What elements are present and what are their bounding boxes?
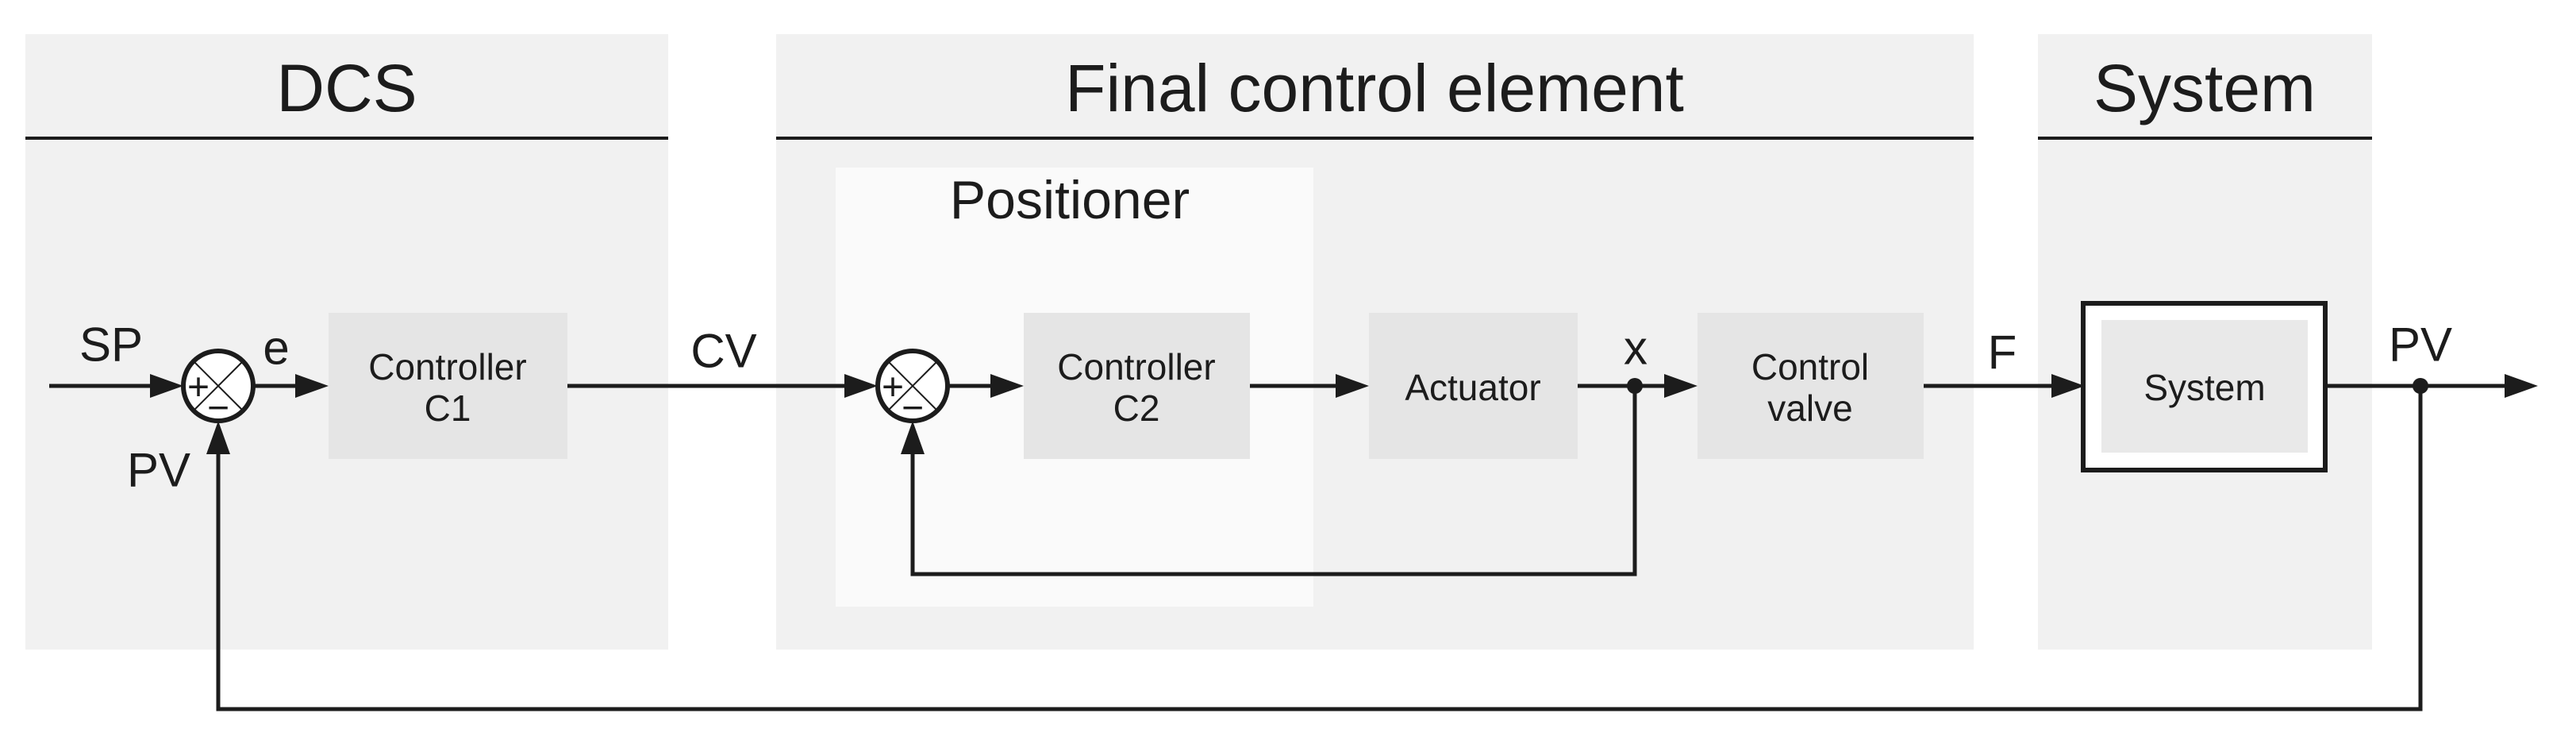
controller-c2-block: Controller C2 (1024, 313, 1250, 459)
controller-c2-box (1024, 313, 1250, 459)
c2-arrowhead (990, 374, 1024, 398)
control-valve-label-line1: Control (1751, 346, 1869, 387)
system-inner-box (2101, 320, 2308, 453)
summing-junction-1-plus: + (187, 367, 210, 409)
actuator-block: Actuator (1369, 313, 1578, 459)
controller-c1-box (329, 313, 567, 459)
positioner-feedback-arrowhead (901, 421, 925, 454)
system-title: System (2093, 51, 2316, 125)
summing-junction-1-diagonal (193, 361, 244, 411)
signal-label-sp: SP (79, 318, 143, 372)
control-valve-block: Control valve (1697, 313, 1924, 459)
controller-c1-label-line1: Controller (368, 346, 526, 387)
actuator-box (1369, 313, 1578, 459)
pv-feedback-line (216, 386, 2423, 711)
positioner-title: Positioner (950, 170, 1190, 230)
signal-label-pv-feedback: PV (127, 444, 190, 497)
signal-label-f: F (1988, 326, 2017, 380)
pv-output-arrowhead (2505, 374, 2538, 398)
signal-label-pv-output: PV (2389, 318, 2452, 372)
summing-junction-1: + − (181, 349, 256, 430)
control-valve-label-line2: valve (1767, 387, 1852, 429)
controller-c2-label-line1: Controller (1057, 346, 1215, 387)
valve-arrowhead (1664, 374, 1697, 398)
dcs-title: DCS (276, 51, 417, 125)
summing-junction-2-diagonal (887, 361, 938, 411)
summing-junction-2-minus: − (902, 387, 924, 430)
actuator-label: Actuator (1405, 367, 1540, 408)
system-block: System (2081, 301, 2328, 472)
controller-c1-label-line2: C1 (425, 387, 471, 429)
system-arrowhead (2051, 374, 2085, 398)
cv-arrowhead (844, 374, 878, 398)
signal-label-x: x (1624, 322, 1647, 375)
error-arrowhead (295, 374, 329, 398)
signal-label-e: e (263, 322, 289, 375)
final-control-element-title: Final control element (1065, 51, 1684, 125)
positioner-feedback-line (910, 386, 1637, 576)
summing-junction-2-plus: + (882, 367, 904, 409)
controller-c1-block: Controller C1 (329, 313, 567, 459)
sp-arrowhead (150, 374, 183, 398)
controller-c2-label-line2: C2 (1113, 387, 1160, 429)
summing-junction-1-minus: − (207, 387, 229, 430)
signal-label-cv: CV (690, 325, 756, 378)
system-block-label: System (2143, 367, 2265, 408)
pv-feedback-arrowhead (206, 421, 230, 454)
summing-junction-2: + − (875, 349, 950, 430)
actuator-arrowhead (1336, 374, 1369, 398)
control-valve-box (1697, 313, 1924, 459)
